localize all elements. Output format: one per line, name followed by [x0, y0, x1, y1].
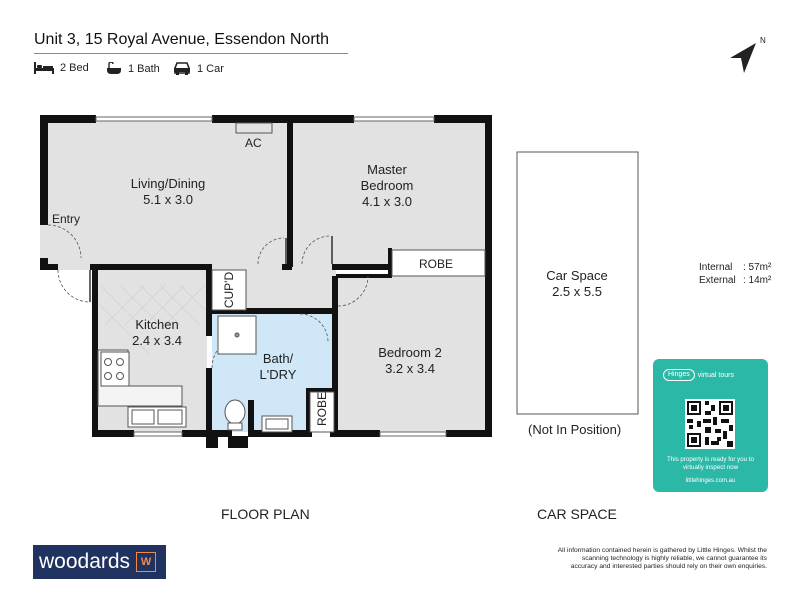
feature-bed: 2 Bed: [34, 62, 89, 74]
room-kitchen-name: Kitchen: [135, 317, 179, 332]
internal-value: : 57m²: [743, 262, 772, 273]
room-bedroom2-name: Bedroom 2: [378, 345, 442, 360]
car-space-outline: [516, 151, 639, 415]
room-master-name2: Bedroom: [360, 178, 414, 193]
room-living: Living/Dining 5.1 x 3.0: [108, 176, 228, 208]
woodards-logo: woodards W: [33, 545, 166, 579]
feature-bed-label: 2 Bed: [60, 62, 89, 74]
kitchen-fixtures: [97, 349, 187, 428]
toilet-icon: [224, 399, 246, 425]
external-label: External: [699, 275, 736, 286]
ac-unit: [235, 122, 273, 134]
car-space-caption: CAR SPACE: [537, 506, 617, 522]
north-arrow-icon: N: [730, 36, 766, 73]
stove-icon: [100, 351, 130, 387]
virtual-tour-card[interactable]: Hinges virtual tours This property is re…: [653, 359, 768, 492]
robe-bedroom2-label: ROBE: [315, 392, 329, 427]
not-in-position-note: (Not In Position): [528, 422, 622, 437]
internal-label: Internal: [699, 262, 733, 273]
area-summary: Internal : 57m² External : 14m²: [699, 261, 771, 287]
room-kitchen: Kitchen 2.4 x 3.4: [112, 317, 202, 349]
cupboard: [211, 269, 247, 311]
external-value: : 14m²: [743, 275, 772, 286]
feature-bath-label: 1 Bath: [128, 62, 160, 75]
car-icon: [174, 62, 190, 75]
kitchen-tile-pattern: [99, 284, 206, 356]
logo-text: woodards: [39, 550, 131, 573]
feature-bath: 1 Bath: [106, 62, 160, 75]
windows: [40, 116, 447, 437]
ac-label: AC: [245, 136, 262, 150]
virtual-tour-url[interactable]: littlehinges.com.au: [685, 478, 736, 484]
feature-car-label: 1 Car: [197, 62, 224, 75]
badge-text: virtual tours: [697, 371, 734, 379]
door-leaves: [89, 236, 333, 302]
brand-name: Hinges: [663, 369, 695, 381]
room-car-dims: 2.5 x 5.5: [552, 284, 602, 299]
walls: [40, 115, 492, 448]
virtual-tour-badge: Hinges virtual tours: [663, 369, 734, 381]
bath-icon: [107, 62, 121, 74]
room-master-name: Master: [367, 162, 407, 177]
room-kitchen-dims: 2.4 x 3.4: [132, 333, 182, 348]
bathroom-fixtures: [217, 315, 293, 433]
disclaimer-text: All information contained herein is gath…: [557, 547, 767, 570]
room-car-space: Car Space 2.5 x 5.5: [527, 268, 627, 300]
entry-label: Entry: [52, 212, 81, 226]
virtual-tour-message: This property is ready for you to virtua…: [666, 456, 754, 471]
room-master: Master Bedroom 4.1 x 3.0: [337, 162, 437, 210]
room-bedroom2-dims: 3.2 x 3.4: [385, 361, 435, 376]
logo-mark-icon: W: [136, 552, 157, 572]
bedroom2-robe: [309, 391, 335, 433]
room-bath: Bath/ L'DRY: [248, 351, 308, 383]
property-address: Unit 3, 15 Royal Avenue, Essendon North: [34, 31, 329, 48]
compass-label: N: [760, 36, 766, 45]
room-bath-name: Bath/: [262, 351, 294, 366]
master-robe: [391, 249, 486, 277]
bed-icon: [34, 62, 54, 74]
qr-code-icon[interactable]: [685, 399, 735, 449]
robe-master-label: ROBE: [419, 257, 454, 271]
room-living-dims: 5.1 x 3.0: [143, 192, 193, 207]
room-bedroom2: Bedroom 2 3.2 x 3.4: [358, 345, 462, 377]
room-master-dims: 4.1 x 3.0: [362, 194, 412, 209]
floor-plan-caption: FLOOR PLAN: [221, 506, 310, 522]
address-underline: [34, 53, 348, 54]
room-bath-name2: L'DRY: [259, 367, 297, 382]
room-car-name: Car Space: [546, 268, 608, 283]
cupboard-label: CUP'D: [222, 271, 236, 309]
room-living-name: Living/Dining: [130, 176, 206, 191]
feature-car: 1 Car: [173, 62, 224, 75]
